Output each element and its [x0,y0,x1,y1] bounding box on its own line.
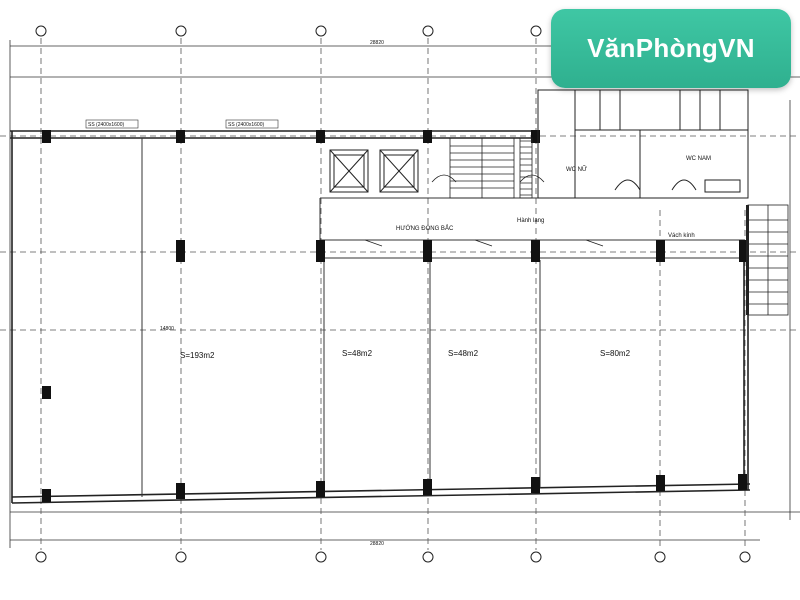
grid-axis-bottom [35,551,751,563]
dimension-top: 28820 [370,40,384,46]
elevator-shafts [329,149,419,193]
doors [364,174,604,247]
glass-wall-label: Vách kính [668,233,695,239]
corridor-direction-label: HƯỚNG ĐÔNG BẮC [396,224,454,232]
window-label-2: SS (2400x1600) [228,122,264,128]
partitions [141,138,745,497]
area-label-2: S=48m2 [342,349,373,358]
restroom-block [537,89,749,199]
wall-hatch [519,137,533,199]
outer-walls [10,130,751,504]
window-tags: SS (2400x1600) SS (2400x1600) [85,119,279,129]
grid-axis-top [35,25,542,37]
stair-main [449,137,515,199]
wc-male-label: WC NAM [686,156,711,162]
columns [42,130,748,502]
grid-lines [0,38,800,550]
window-label-1: SS (2400x1600) [88,122,124,128]
brand-logo-badge: VănPhòngVN [551,9,791,88]
area-label-3: S=48m2 [448,349,479,358]
brand-logo-text: VănPhòngVN [587,33,755,63]
dimension-bottom: 28820 [370,541,384,547]
dimension-depth: 14800 [160,326,174,332]
area-label-1: S=193m2 [180,351,215,360]
dimension-lines [9,40,800,548]
corridor-label: Hành lang [517,218,544,224]
area-label-4: S=80m2 [600,349,631,358]
wall-hatch-2 [746,205,749,315]
wc-female-label: WC NỮ [566,166,587,173]
stair-secondary [747,204,789,316]
